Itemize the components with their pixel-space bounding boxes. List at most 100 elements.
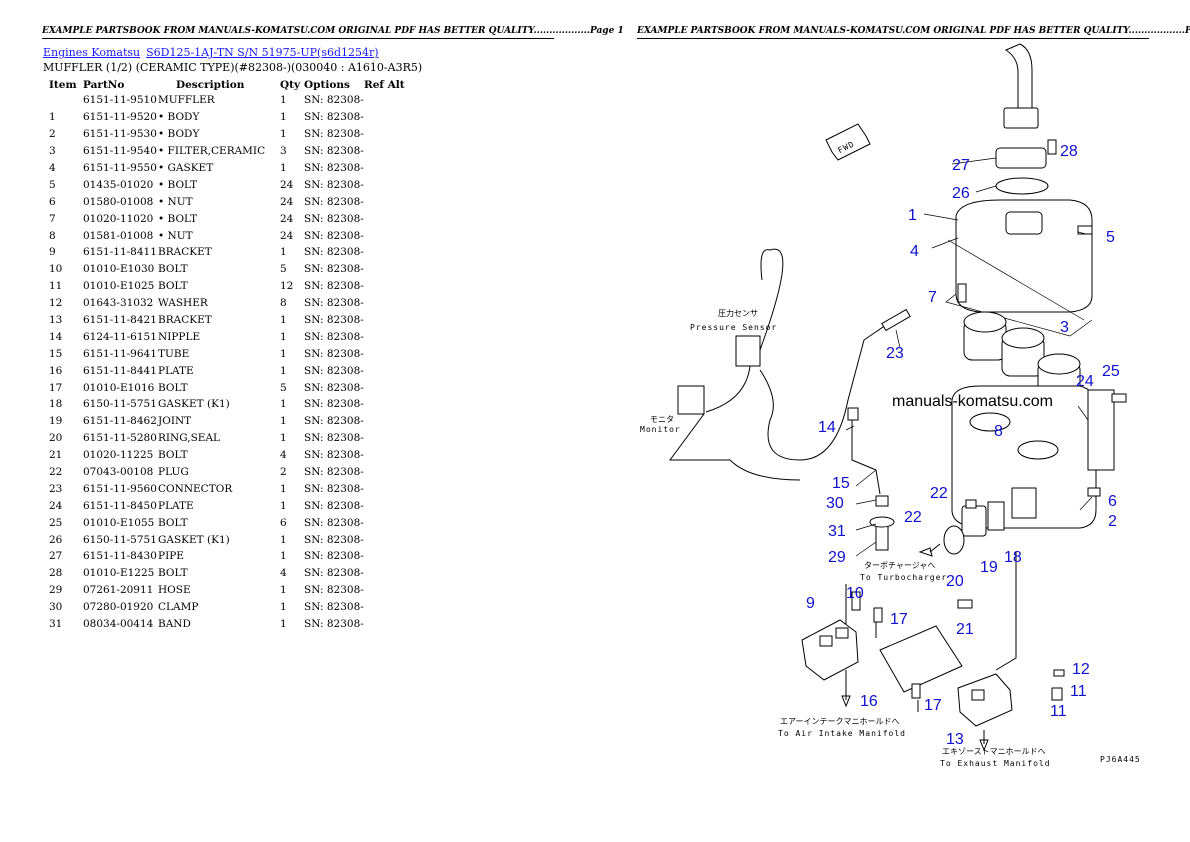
cell-item: 14	[49, 330, 63, 343]
intake-label-en: To Air Intake Manifold	[778, 729, 906, 738]
turbo-label-en: To Turbocharger	[860, 573, 947, 582]
callout-10: 10	[846, 585, 864, 602]
cell-item: 27	[49, 550, 63, 563]
breadcrumb: Engines Komatsu S6D125-1AJ-TN S/N 51975-U…	[43, 46, 379, 59]
cell-item: 24	[49, 499, 63, 512]
cell-options: SN: 82308-	[304, 94, 364, 107]
pipe-base-drawing	[995, 147, 1047, 169]
column-header-partno: PartNo	[83, 78, 125, 91]
cell-qty: 1	[280, 398, 287, 411]
cell-options: SN: 82308-	[304, 145, 364, 158]
muffler-top-body-drawing	[955, 199, 1093, 313]
cell-options: SN: 82308-	[304, 432, 364, 445]
cell-partno: 01010-E1225	[83, 567, 155, 580]
cell-partno: 01435-01020	[83, 178, 154, 191]
pipe-flange-drawing	[1003, 107, 1039, 129]
cell-partno: 6151-11-9641	[83, 347, 157, 360]
cell-description: RING,SEAL	[158, 432, 221, 445]
cell-description: • BOLT	[158, 178, 198, 191]
cell-ref-alt	[364, 362, 424, 379]
gasket-top-drawing	[995, 177, 1049, 195]
table-row: 5 01435-01020 • BOLT 24 SN: 82308-	[43, 176, 424, 193]
cell-options: SN: 82308-	[304, 263, 364, 276]
cell-description: BAND	[158, 618, 191, 631]
cell-qty: 24	[280, 212, 294, 225]
cell-qty: 1	[280, 128, 287, 141]
cell-partno: 6151-11-9540	[83, 145, 157, 158]
callout-22a: 22	[930, 485, 948, 502]
cell-qty: 3	[280, 145, 287, 158]
cell-ref-alt	[364, 531, 424, 548]
cell-item: 5	[49, 178, 56, 191]
cell-qty: 1	[280, 347, 287, 360]
cell-partno: 01020-11225	[83, 449, 154, 462]
cell-description: • BODY	[158, 128, 200, 141]
exhaust-label-jp: エキゾーストマニホールドへ	[942, 747, 1046, 756]
callout-22b: 22	[904, 509, 922, 526]
cell-qty: 24	[280, 178, 294, 191]
cell-qty: 8	[280, 297, 287, 310]
breadcrumb-link-engines[interactable]: Engines Komatsu	[43, 46, 141, 59]
cell-qty: 24	[280, 229, 294, 242]
cell-ref-alt	[364, 548, 424, 565]
cell-options: SN: 82308-	[304, 330, 364, 343]
cell-partno: 01581-01008	[83, 229, 154, 242]
callout-6: 6	[1108, 493, 1117, 510]
callout-numbers: 1 2 3 4 5 6 7 8 9 10 11 11 12 13 14 15 1…	[806, 143, 1120, 748]
cell-description: NIPPLE	[158, 330, 201, 343]
cell-partno: 6151-11-8421	[83, 314, 157, 327]
cell-options: SN: 82308-	[304, 482, 364, 495]
callout-9: 9	[806, 595, 815, 612]
cell-item: 29	[49, 584, 63, 597]
cell-item: 28	[49, 567, 63, 580]
cell-options: SN: 82308-	[304, 347, 364, 360]
cell-ref-alt	[364, 430, 424, 447]
cell-qty: 1	[280, 584, 287, 597]
breadcrumb-link-model[interactable]: S6D125-1AJ-TN S/N 51975-UP(s6d1254r)	[146, 46, 379, 59]
cell-item	[43, 92, 83, 109]
cell-description: WASHER	[158, 297, 208, 310]
cell-item: 7	[49, 212, 56, 225]
cell-qty: 1	[280, 499, 287, 512]
cell-item: 4	[49, 162, 56, 174]
cell-description: CONNECTOR	[158, 482, 233, 495]
cell-ref-alt	[364, 328, 424, 345]
callout-16: 16	[860, 693, 878, 710]
callout-1: 1	[908, 207, 917, 224]
table-header-row: Item PartNo Description Qty Options Ref …	[43, 77, 424, 92]
cell-qty: 1	[280, 314, 287, 327]
cell-options: SN: 82308-	[304, 449, 364, 462]
callout-4: 4	[910, 243, 919, 260]
cell-item: 15	[49, 347, 63, 360]
cell-qty: 1	[280, 601, 287, 614]
cell-partno: 6150-11-5751	[83, 533, 157, 546]
cell-qty: 24	[280, 195, 294, 208]
watermark: manuals-komatsu.com	[892, 393, 1053, 410]
cell-item: 20	[49, 432, 63, 445]
cell-qty: 1	[280, 330, 287, 343]
cell-description: BOLT	[158, 263, 188, 276]
callout-24: 24	[1076, 373, 1094, 390]
bolt-icons	[851, 139, 1127, 701]
cell-description: BOLT	[158, 516, 188, 529]
cell-partno: 6151-11-9530	[83, 128, 157, 141]
parts-table: Item PartNo Description Qty Options Ref …	[43, 77, 424, 633]
column-header-qty: Qty	[280, 78, 301, 91]
band-drawing	[869, 516, 895, 528]
cell-ref-alt	[364, 295, 424, 312]
cell-item: 11	[49, 280, 63, 293]
cell-qty: 1	[280, 364, 287, 377]
cell-options: SN: 82308-	[304, 178, 364, 191]
